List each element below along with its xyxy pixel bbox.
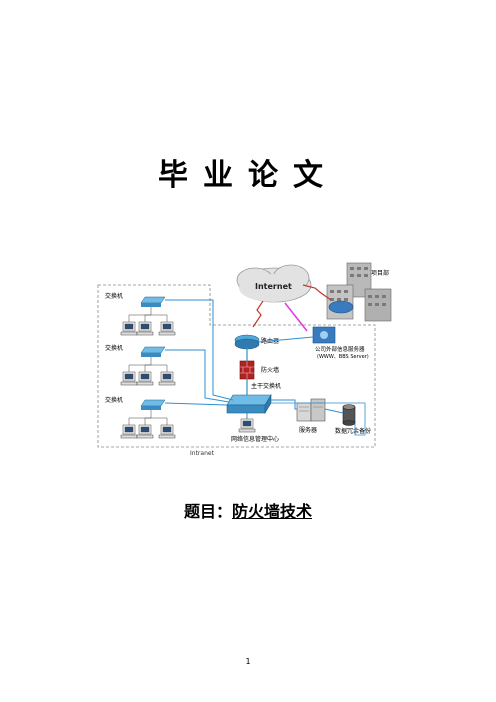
internet-cloud: Internet xyxy=(236,264,312,303)
access-switch-1 xyxy=(140,296,166,307)
switch-3-label: 交换机 xyxy=(105,396,123,404)
project-dept-buildings: 项目部 xyxy=(326,262,392,322)
uplink-switch-1 xyxy=(165,299,234,401)
management-pc-icon xyxy=(238,418,256,433)
project-dept-label: 项目部 xyxy=(371,269,389,277)
uplink-switch-3 xyxy=(164,402,228,406)
thesis-subject: 题目：防火墙技术 xyxy=(0,498,496,522)
internet-label: Internet xyxy=(255,282,292,291)
network-topology-diagram: Intranet Internet 项目部 路由器 xyxy=(95,255,405,460)
link-core-server xyxy=(271,399,297,410)
core-switch-icon xyxy=(226,393,272,415)
network-diagram-svg: Intranet Internet 项目部 路由器 xyxy=(97,262,392,457)
access-switch-3 xyxy=(140,399,166,410)
wan-link-router xyxy=(252,300,264,328)
noc-label: 网络信息管理中心 xyxy=(231,435,279,443)
server-icon xyxy=(296,398,326,422)
uplink-switch-2 xyxy=(165,349,230,403)
wan-link-project xyxy=(302,284,332,301)
vpn-link-external xyxy=(284,302,308,332)
external-server-label: 公司外部信息服务器 xyxy=(315,345,365,353)
firewall-icon xyxy=(239,360,255,380)
access-switch-2 xyxy=(140,346,166,357)
pc-group-2 xyxy=(120,357,176,386)
backup-label: 数据冗余备份 xyxy=(335,427,371,435)
pc-group-1 xyxy=(120,307,176,336)
external-server-icon xyxy=(312,326,336,344)
link-router-external xyxy=(258,336,314,343)
page-number: 1 xyxy=(245,657,251,666)
switch-2-label: 交换机 xyxy=(105,344,123,352)
switch-1-label: 交换机 xyxy=(105,292,123,300)
core-switch-label: 主干交换机 xyxy=(251,382,281,390)
pc-group-3 xyxy=(120,410,176,439)
link-core-backup xyxy=(271,402,366,436)
subject-value: 防火墙技术 xyxy=(232,502,313,521)
server-label: 服务器 xyxy=(299,426,317,434)
subject-label: 题目： xyxy=(183,502,232,521)
intranet-label: Intranet xyxy=(190,450,215,457)
firewall-label: 防火墙 xyxy=(261,366,279,374)
page-title: 毕业论文 xyxy=(158,158,338,193)
backup-storage-icon xyxy=(342,404,356,426)
router-icon xyxy=(234,334,260,350)
link-server-backup xyxy=(324,408,344,414)
intranet-boundary xyxy=(97,284,376,448)
external-server-sub-label: (WWW、BBS Server) xyxy=(317,354,369,360)
